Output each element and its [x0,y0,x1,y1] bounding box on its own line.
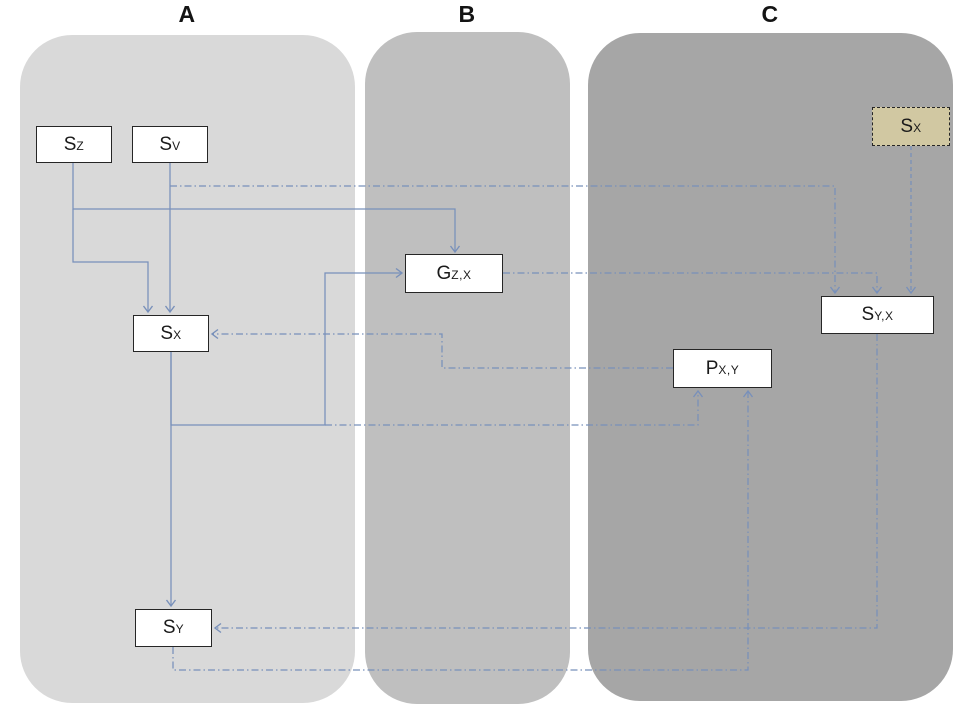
node-sx-c: SX [872,107,950,146]
node-label: S [160,322,174,344]
column-label-b: B [458,1,476,27]
node-sy: SY [135,609,212,647]
node-label: S [900,115,914,137]
node-label: S [63,133,77,155]
node-label: S [162,617,176,638]
node-label: S [159,133,173,155]
node-label: P [705,357,719,379]
column-label-c: C [761,1,779,27]
column-label-a: A [178,1,196,27]
node-sx-a: SX [133,315,209,352]
node-sz: SZ [36,126,112,163]
node-label: S [861,304,875,325]
node-syx: SY,X [821,296,934,334]
node-sv: SV [132,126,208,163]
column-b [365,32,570,704]
node-gzx: GZ,X [405,254,503,293]
node-pxy: PX,Y [673,349,772,388]
node-label: G [436,262,452,284]
